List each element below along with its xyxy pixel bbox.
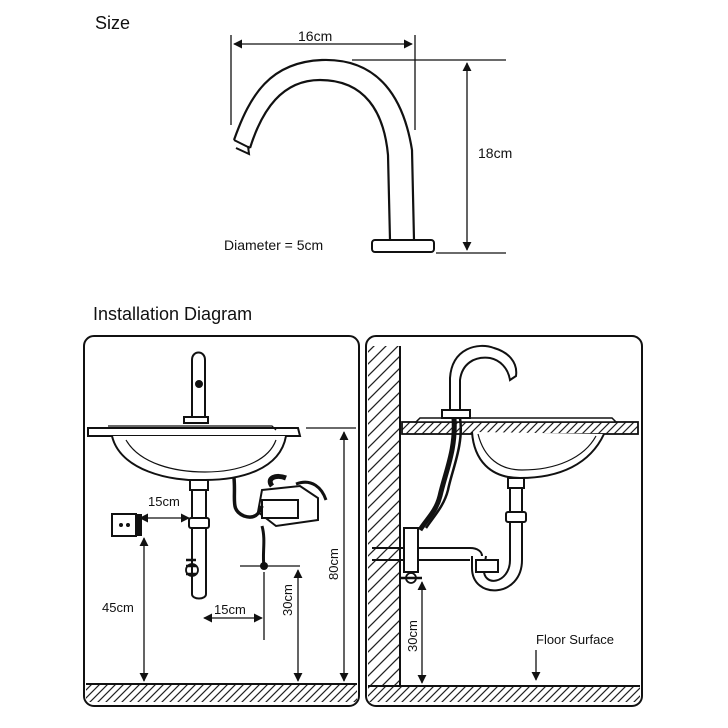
floor-surface-label: Floor Surface [536, 632, 615, 647]
faucet-size-drawing [232, 58, 435, 253]
size-title: Size [95, 13, 131, 33]
sensor-distance-label: 15cm [148, 494, 180, 509]
side-view-panel [365, 335, 643, 707]
faucet-width-label: 16cm [298, 28, 333, 44]
installation-title: Installation Diagram [93, 304, 253, 324]
box-distance-label: 15cm [214, 602, 246, 617]
front-view-panel [83, 335, 360, 707]
box-height-label: 30cm [280, 584, 295, 616]
size-dimensions [230, 35, 506, 254]
base-diameter-label: Diameter = 5cm [224, 237, 324, 253]
faucet-height-label: 18cm [478, 145, 513, 161]
basin-height-label: 80cm [326, 548, 341, 580]
sensor-height-label: 45cm [102, 600, 134, 615]
pipe-height-label: 30cm [405, 620, 420, 652]
